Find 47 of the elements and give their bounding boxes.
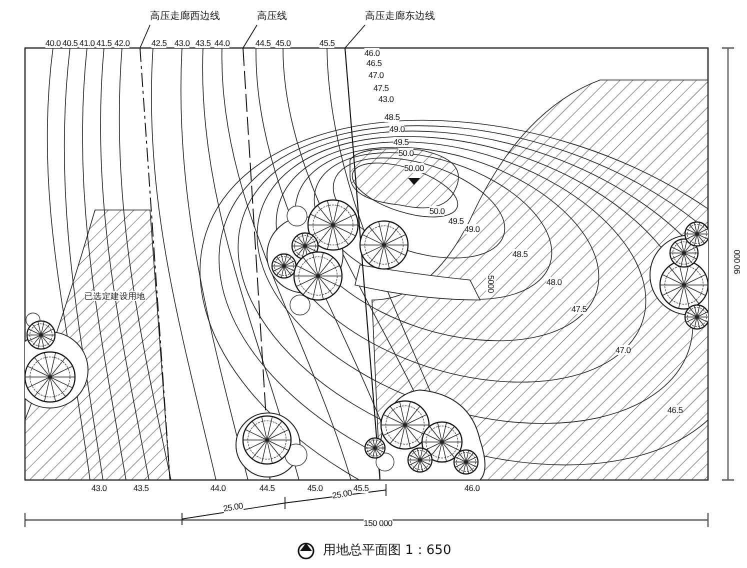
contour-label: 46.5 (667, 405, 683, 415)
contour-label: 49.0 (389, 124, 405, 134)
leader-line (140, 24, 150, 48)
contour-label: 43.0 (91, 483, 107, 493)
contour-label: 150 000 (364, 518, 392, 528)
contour-label: 已选定建设用地 (84, 291, 146, 301)
contour-label: 45.0 (307, 483, 323, 493)
contour-label: 40.5 (62, 38, 78, 48)
contour-label: 50.0 (398, 148, 414, 158)
contour-label: 50.0 (429, 206, 445, 216)
contour-label: 49.5 (393, 137, 409, 147)
contour-label: 47.0 (615, 345, 631, 355)
contour-label: 40.0 (45, 38, 61, 48)
contour-label: 44.5 (255, 38, 271, 48)
contour-label: 49.0 (464, 224, 480, 234)
contour-label: 45.5 (353, 483, 369, 493)
contour-label: 44.0 (210, 483, 226, 493)
contour-label: 47.0 (368, 70, 384, 80)
contour-label: 25.00 (331, 488, 353, 500)
contour-label: 45.5 (319, 38, 335, 48)
contour-label: 90 000 (732, 250, 742, 274)
contour-label: 49.5 (448, 216, 464, 226)
contour-label: 41.0 (79, 38, 95, 48)
leader-line (242, 24, 258, 48)
contour-label: 25.00 (222, 500, 244, 514)
contour-label: 43.0 (174, 38, 190, 48)
contour-label: 43.5 (133, 483, 149, 493)
contour-label: 42.5 (151, 38, 167, 48)
contour-label: 47.5 (571, 304, 587, 314)
contour-label: 5000 (486, 275, 496, 293)
drawing-caption: 用地总平面图 1：650 (323, 542, 452, 560)
contour-label: 45.0 (275, 38, 291, 48)
contour-label: 48.5 (384, 112, 400, 122)
contour-label: 46.0 (364, 48, 380, 58)
contour-label: 43.5 (195, 38, 211, 48)
contour-label: 41.5 (96, 38, 112, 48)
contour-label: 42.0 (114, 38, 130, 48)
contour-label: 46.0 (464, 483, 480, 493)
contour-label: 48.5 (512, 249, 528, 259)
leader-line (344, 24, 366, 48)
contour-label: 43.0 (378, 94, 394, 104)
contour-label: 48.0 (546, 277, 562, 287)
contour-label: 50.00 (404, 163, 424, 173)
contour-label: 47.5 (373, 83, 389, 93)
contour-label: 44.0 (214, 38, 230, 48)
contour-label: 46.5 (366, 58, 382, 68)
contour-label: 44.5 (259, 483, 275, 493)
